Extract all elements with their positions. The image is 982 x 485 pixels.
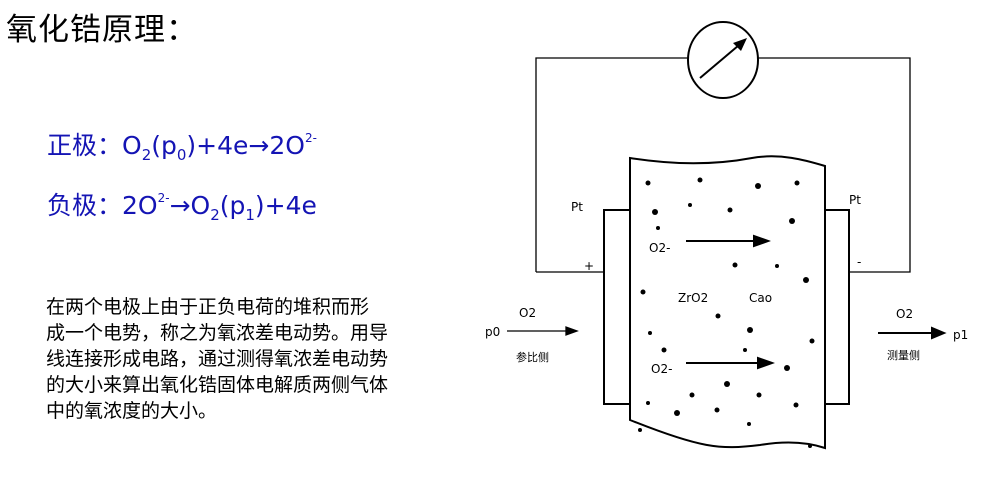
positive-terminal-sign: + — [584, 259, 594, 273]
description-line: 中的氧浓度的大小。 — [46, 400, 218, 422]
ion-label-bottom: O2- — [651, 362, 672, 376]
description-line: 的大小来算出氧化锆固体电解质两侧气体 — [46, 374, 389, 396]
description-paragraph: 在两个电极上由于正负电荷的堆积而形 成一个电势，称之为氧浓差电动势。用导 线连接… — [46, 294, 486, 424]
positive-electrode-equation: 正极：O2(p0)+4e→2O2- — [47, 126, 317, 164]
description-line: 在两个电极上由于正负电荷的堆积而形 — [46, 296, 370, 318]
eq1-sub-a: 2 — [141, 146, 152, 164]
right-pressure-label: p1 — [953, 328, 968, 342]
eq2-label: 负极： — [47, 191, 123, 220]
zro2-label: ZrO2 — [678, 291, 708, 305]
eq2-term-a: 2O — [122, 191, 158, 220]
left-electrode-label: Pt — [571, 200, 583, 214]
ion-flow-arrows — [686, 234, 775, 370]
eq1-term-b: (p — [151, 131, 177, 160]
right-electrode-label: Pt — [849, 193, 861, 207]
page-title: 氧化锆原理： — [6, 12, 198, 48]
description-line: 成一个电势，称之为氧浓差电动势。用导 — [46, 322, 389, 344]
reference-side-label: 参比侧 — [516, 350, 549, 364]
eq2-sup-a: 2- — [157, 191, 170, 205]
eq2-sub-b: 2 — [210, 206, 220, 224]
measurement-side-label: 测量侧 — [887, 349, 920, 362]
gas-outflow-arrow — [878, 326, 947, 340]
description-line: 线连接形成电路，通过测得氧浓差电动势 — [46, 348, 389, 370]
negative-terminal-sign: - — [857, 255, 861, 269]
cao-label: Cao — [749, 291, 772, 305]
eq2-term-d: )+4e — [254, 191, 317, 220]
left-pt-electrode — [603, 209, 631, 405]
eq1-term-c: )+4e→2O — [186, 131, 305, 160]
negative-electrode-equation: 负极：2O2-→O2(p1)+4e — [47, 186, 317, 224]
eq2-term-b: →O — [169, 191, 211, 220]
left-pressure-label: p0 — [485, 325, 500, 339]
circuit-wire — [535, 57, 911, 273]
eq1-sub-b: 0 — [176, 146, 187, 164]
eq2-term-c: (p — [219, 191, 246, 220]
eq1-label: 正极： — [47, 131, 123, 160]
galvanometer-icon — [687, 21, 759, 99]
eq1-sup-c: 2- — [304, 131, 317, 145]
right-pt-electrode — [824, 209, 850, 405]
gas-inflow-arrow — [507, 326, 579, 336]
right-gas-label: O2 — [896, 307, 913, 321]
ion-label-top: O2- — [649, 241, 670, 255]
eq2-sub-c: 1 — [245, 206, 255, 224]
dopant-particles — [638, 177, 815, 448]
left-gas-label: O2 — [519, 306, 536, 320]
eq1-term-a: O — [122, 131, 142, 160]
zirconia-electrolyte-body — [629, 155, 826, 450]
